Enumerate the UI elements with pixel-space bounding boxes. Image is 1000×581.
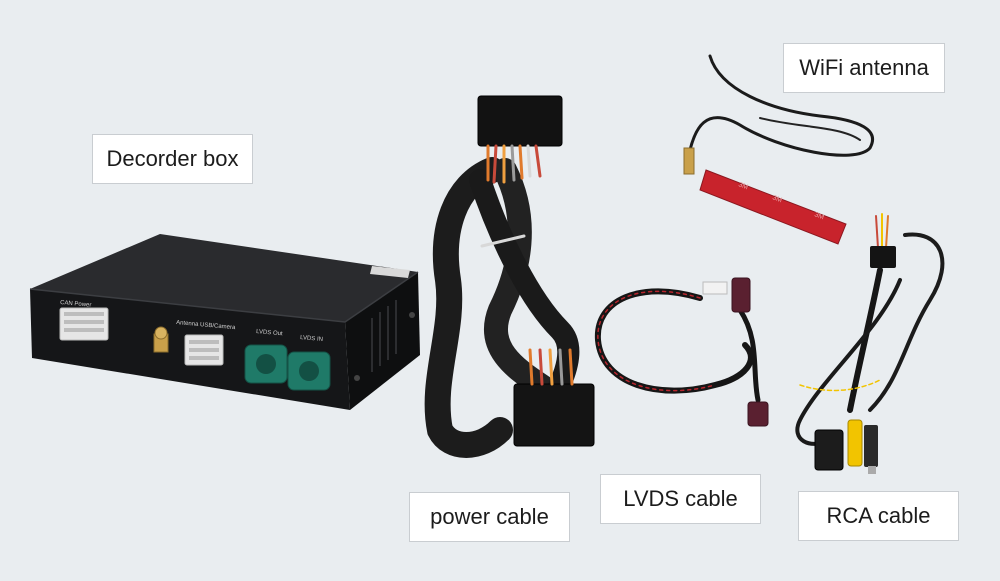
wifi-antenna: 3M 3M 3M (683, 54, 874, 245)
lvds-cable (594, 277, 769, 427)
antenna-print-3: 3M (813, 211, 825, 221)
wifi-antenna-label: WiFi antenna (783, 43, 945, 93)
box-label-antenna-usb-camera: Antenna USB/Camera (176, 320, 236, 331)
box-label-lvds-out: LVDS Out (256, 329, 283, 337)
box-label-lvds-in: LVDS IN (300, 335, 323, 343)
antenna-print-1: 3M (737, 181, 749, 191)
rca-cable (795, 213, 945, 474)
antenna-print-2: 3M (771, 194, 783, 204)
lvds-cable-label: LVDS cable (600, 474, 761, 524)
box-label-can-power: CAN Power (60, 300, 92, 309)
power-cable (424, 95, 595, 458)
decoder-box-label: Decorder box (92, 134, 253, 184)
power-cable-label: power cable (409, 492, 570, 542)
rca-cable-label: RCA cable (798, 491, 959, 541)
decoder-box: CAN Power Antenna USB/Camera LVDS Out LV… (29, 234, 420, 410)
